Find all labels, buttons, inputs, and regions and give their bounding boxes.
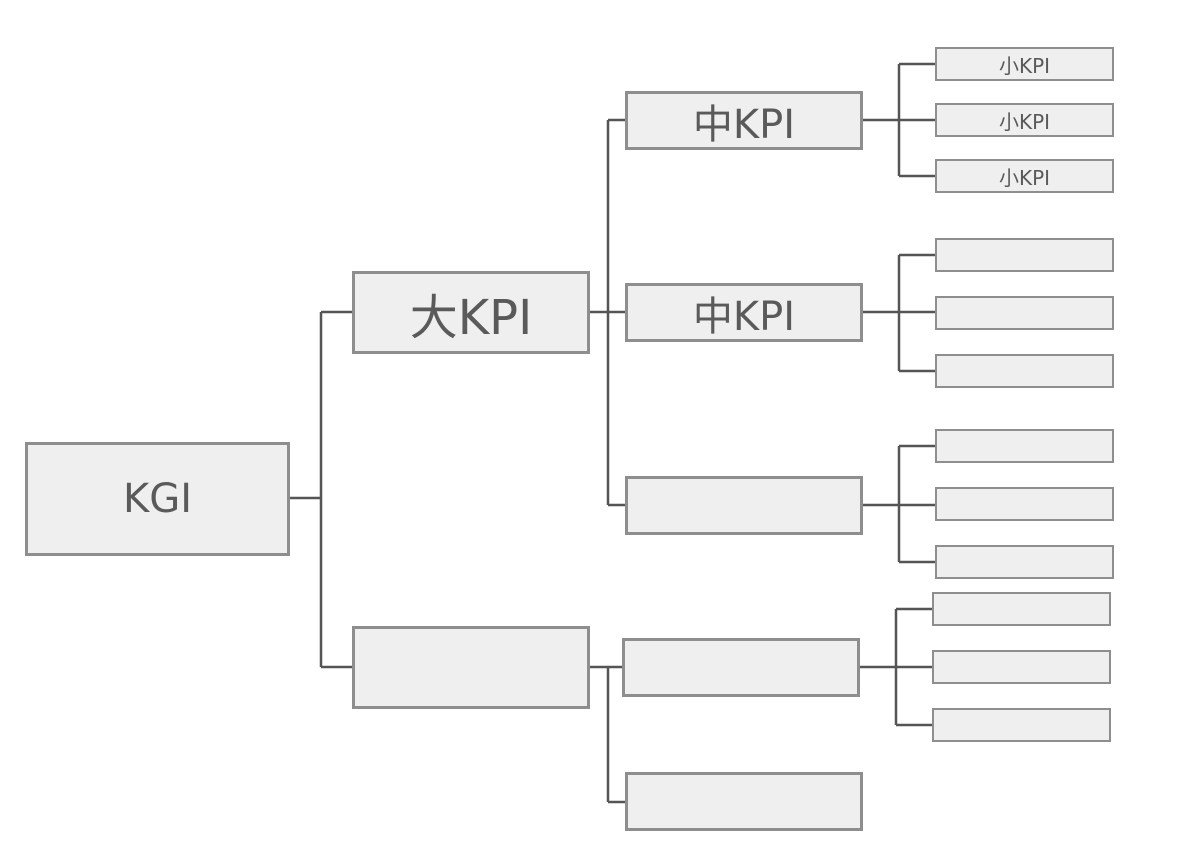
small-kpi-box (932, 592, 1111, 626)
medium-kpi-box: 中KPI (625, 91, 863, 150)
large-kpi-label: 大KPI (409, 289, 533, 346)
medium-kpi-box (622, 638, 860, 697)
small-kpi-box: 小KPI (935, 103, 1114, 137)
small-kpi-box (935, 238, 1114, 272)
small-kpi-label: 小KPI (998, 53, 1051, 78)
large-kpi-box (352, 626, 590, 709)
small-kpi-box (932, 708, 1111, 742)
small-kpi-box (935, 545, 1114, 579)
large-kpi-box: 大KPI (352, 271, 590, 354)
small-kpi-box: 小KPI (935, 159, 1114, 193)
small-kpi-box (932, 650, 1111, 684)
medium-kpi-box: 中KPI (625, 283, 863, 342)
small-kpi-box: 小KPI (935, 47, 1114, 81)
small-kpi-label: 小KPI (998, 165, 1051, 190)
small-kpi-box (935, 354, 1114, 388)
medium-kpi-box (625, 772, 863, 831)
medium-kpi-box (625, 476, 863, 535)
medium-kpi-label: 中KPI (692, 293, 796, 340)
small-kpi-box (935, 487, 1114, 521)
kgi-box: KGI (25, 442, 290, 556)
small-kpi-box (935, 296, 1114, 330)
kgi-label: KGI (122, 476, 193, 522)
small-kpi-label: 小KPI (998, 109, 1051, 134)
small-kpi-box (935, 429, 1114, 463)
medium-kpi-label: 中KPI (692, 101, 796, 148)
